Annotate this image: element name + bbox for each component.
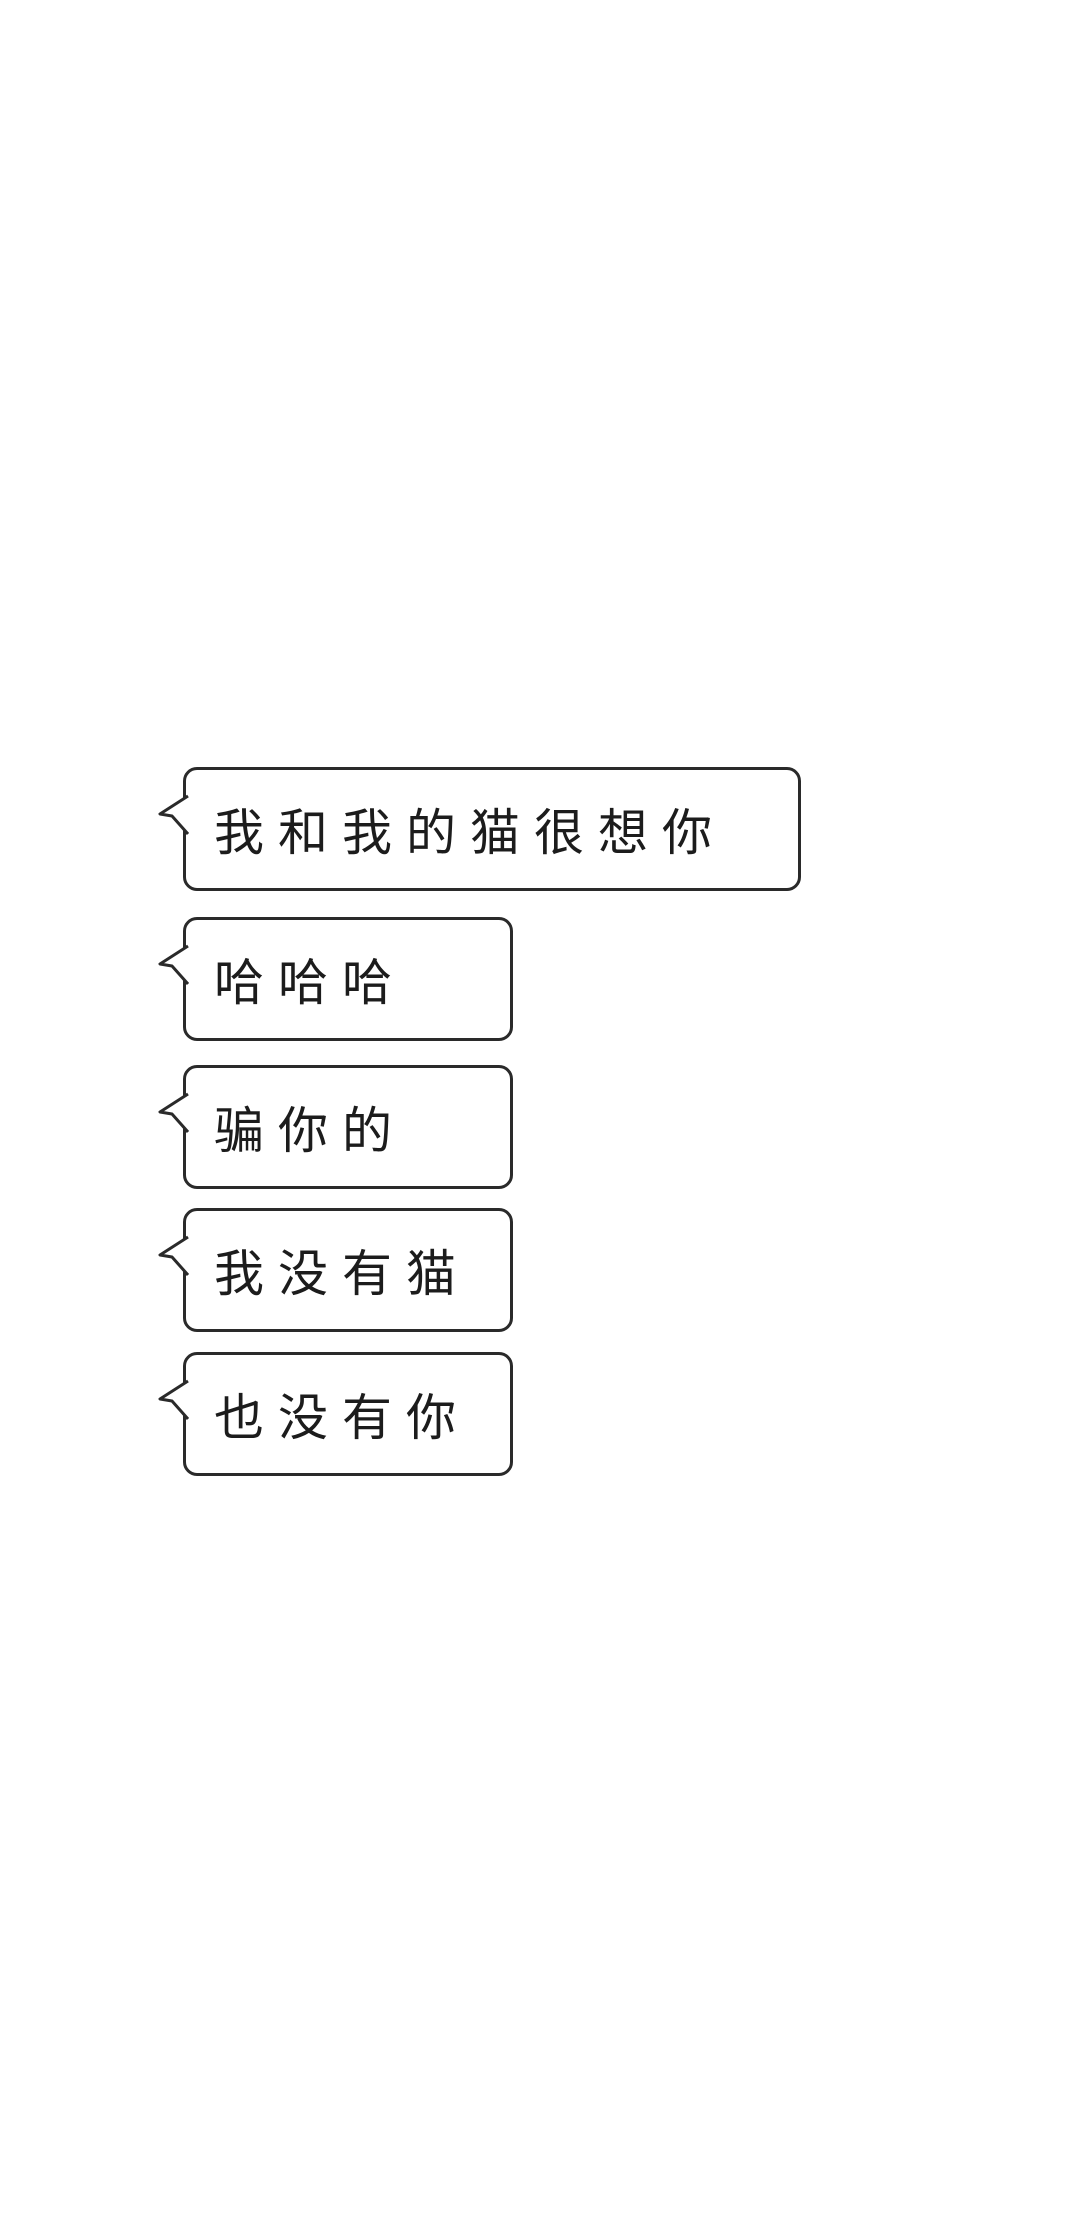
message-bubble: 也没有你 [158,1352,513,1476]
bubble-tail [158,944,190,985]
message-text: 骗你的 [214,1102,406,1160]
message-bubble: 我和我的猫很想你 [158,767,801,891]
message-bubble: 哈哈哈 [158,917,513,1041]
message-text: 我没有猫 [214,1245,470,1303]
message-text: 我和我的猫很想你 [214,804,726,862]
message-text: 哈哈哈 [214,954,406,1012]
message-bubble: 骗你的 [158,1065,513,1189]
message-bubble: 我没有猫 [158,1208,513,1332]
bubble-tail [158,1092,190,1133]
bubble-tail [158,1235,190,1276]
bubble-tail [158,794,190,835]
message-text: 也没有你 [214,1389,470,1447]
bubble-tail [158,1379,190,1420]
